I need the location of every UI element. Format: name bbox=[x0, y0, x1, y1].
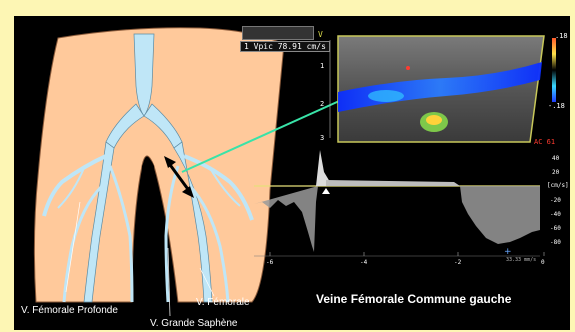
depth-mark-1: 1 bbox=[320, 62, 324, 70]
color-doppler-image bbox=[316, 22, 552, 146]
figure-title: Veine Fémorale Commune gauche bbox=[316, 292, 511, 306]
depth-mark-2: 2 bbox=[320, 100, 324, 108]
figure-panel: 1 Vpic 78.91 cm/s V 1 2 3 .18 -.18 + bbox=[14, 16, 570, 330]
trace-plateau bbox=[326, 180, 460, 186]
y-tick-20: 20 bbox=[552, 169, 559, 176]
angle-label: AC 61 bbox=[534, 138, 555, 146]
velocity-readout: 1 Vpic 78.91 cm/s bbox=[240, 41, 330, 52]
x-tick-minus6: -6 bbox=[266, 259, 273, 266]
y-tick-minus60: -60 bbox=[550, 225, 561, 232]
trace-segment-1 bbox=[254, 186, 318, 252]
leg-gap bbox=[142, 159, 158, 302]
cursor-triangle bbox=[322, 188, 330, 194]
scale-bottom-label: -.18 bbox=[548, 102, 565, 110]
x-tick-zero: 0 bbox=[541, 259, 545, 266]
label-femorale: V. Fémorale bbox=[196, 297, 250, 308]
y-tick-40: 40 bbox=[552, 155, 559, 162]
y-tick-minus20: -20 bbox=[550, 197, 561, 204]
y-tick-minus80: -80 bbox=[550, 239, 561, 246]
gate-marker-red bbox=[406, 66, 410, 70]
y-tick-minus40: -40 bbox=[550, 211, 561, 218]
artery-spot-inner bbox=[426, 115, 442, 125]
us-header-icons bbox=[242, 26, 314, 40]
x-tick-minus4: -4 bbox=[360, 259, 367, 266]
cursor-plus: + bbox=[504, 247, 512, 257]
flow-highlight bbox=[368, 90, 404, 102]
velocity-unit: [cm/s] bbox=[547, 182, 569, 189]
depth-mark-3: 3 bbox=[320, 134, 324, 142]
label-grande-saphene: V. Grande Saphène bbox=[150, 318, 237, 329]
label-femorale-profonde: V. Fémorale Profonde bbox=[21, 305, 118, 316]
scale-top-label: .18 bbox=[555, 32, 568, 40]
pelvis-silhouette bbox=[34, 28, 284, 302]
color-scale-bar bbox=[552, 38, 556, 102]
trace-segment-2 bbox=[460, 186, 540, 244]
spectral-doppler: + bbox=[254, 142, 554, 260]
sweep-speed: 33.33 mm/s bbox=[506, 257, 536, 263]
x-tick-minus2: -2 bbox=[454, 259, 461, 266]
gate-marker-label: V bbox=[318, 30, 323, 39]
